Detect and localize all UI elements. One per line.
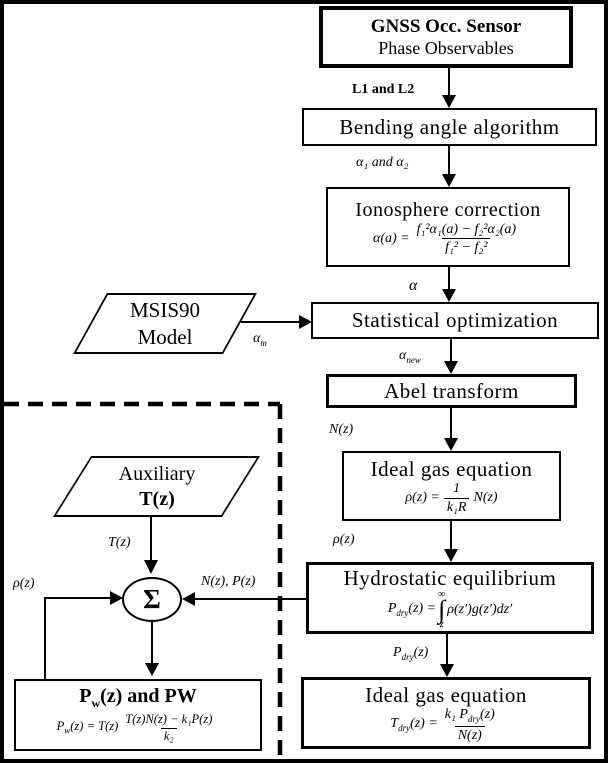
edge-label-alpha-m: αm <box>253 331 267 348</box>
formula-lhs: Pw(z) = T(z) <box>56 719 119 736</box>
formula-denominator: N(z) <box>454 725 485 743</box>
node-hydrostatic-equilibrium: Hydrostatic equilibrium Pdry(z) = ∞ ∫ z … <box>306 562 594 634</box>
formula-denominator: k₁R <box>443 497 470 515</box>
ideal-gas-2-title: Ideal gas equation <box>365 682 527 707</box>
formula-rhs: N(z) <box>473 490 498 506</box>
ionosphere-formula: α(a) = f₁²α₁(a) − f₂²α₂(a) f₁² − f₂² <box>373 222 523 256</box>
bending-angle-label: Bending angle algorithm <box>339 114 560 139</box>
arrowhead <box>444 549 458 562</box>
arrowhead <box>299 315 312 329</box>
arrowhead <box>444 438 458 451</box>
auxiliary-line1: Auxiliary <box>118 462 196 485</box>
edge-label-rho-z: ρ(z) <box>333 532 355 547</box>
edge-label-n-z: N(z) <box>329 422 354 437</box>
formula-numerator: 1 <box>453 481 461 497</box>
edge-label-rho-feedback: ρ(z) <box>13 576 35 591</box>
node-ionosphere-correction: Ionosphere correction α(a) = f₁²α₁(a) − … <box>326 187 570 267</box>
edge-label-l1-l2: L1 and L2 <box>352 82 415 97</box>
node-ideal-gas-2: Ideal gas equation Tdry(z) = k₁ Pdry(z) … <box>301 677 591 749</box>
formula-denominator: k₂ <box>160 728 177 744</box>
formula-numerator: f₁²α₁(a) − f₂²α₂(a) <box>416 221 517 237</box>
hydrostatic-title: Hydrostatic equilibrium <box>343 566 557 591</box>
node-auxiliary: Auxiliary T(z) <box>77 456 237 517</box>
node-gnss-sensor: GNSS Occ. Sensor Phase Observables <box>319 6 573 68</box>
statistical-optimization-label: Statistical optimization <box>351 308 559 333</box>
ideal-gas-1-formula: ρ(z) = 1 k₁R N(z) <box>405 481 497 515</box>
arrowhead <box>440 664 454 677</box>
node-bending-angle: Bending angle algorithm <box>302 108 597 146</box>
node-pw: Pw(z) and PW Pw(z) = T(z) T(z)N(z) − k₁P… <box>14 679 262 751</box>
ideal-gas-2-formula: Tdry(z) = k₁ Pdry(z) N(z) <box>390 707 501 743</box>
node-abel-transform: Abel transform <box>326 374 577 408</box>
pw-formula: Pw(z) = T(z) T(z)N(z) − k₁P(z) k₂ <box>56 712 220 744</box>
gnss-sensor-title: GNSS Occ. Sensor <box>370 15 522 37</box>
formula-numerator: T(z)N(z) − k₁P(z) <box>125 712 213 727</box>
arrowhead <box>444 361 458 374</box>
edge-label-alpha-new: αnew <box>399 348 421 365</box>
node-sigma-junction: Σ <box>122 577 182 622</box>
formula-lhs: α(a) = <box>372 230 410 246</box>
connector-layer <box>4 68 458 759</box>
arrowhead <box>145 663 159 676</box>
edge-label-alpha: α <box>409 277 418 294</box>
formula-fraction: k₁ Pdry(z) N(z) <box>442 707 498 743</box>
formula-denominator: f₁² − f₂² <box>442 238 491 255</box>
formula-fraction: f₁²α₁(a) − f₂²α₂(a) f₁² − f₂² <box>414 222 519 256</box>
ionosphere-title: Ionosphere correction <box>355 198 541 221</box>
arrowhead <box>442 95 456 108</box>
formula-lhs: ρ(z) = <box>405 490 440 506</box>
arrowhead <box>442 289 456 302</box>
abel-transform-label: Abel transform <box>384 378 519 403</box>
formula-rhs: ρ(z′)g(z′)dz′ <box>447 602 513 618</box>
edge-label-p-dry: Pdry(z) <box>393 645 429 662</box>
node-statistical-optimization: Statistical optimization <box>311 302 599 339</box>
formula-fraction: 1 k₁R <box>443 481 470 515</box>
sigma-symbol: Σ <box>143 584 161 614</box>
edge-label-alpha1-alpha2: α₁ and α₂ <box>356 155 409 170</box>
msis90-line1: MSIS90 <box>129 298 201 323</box>
formula-lhs: Pdry(z) = <box>387 601 437 619</box>
node-msis90: MSIS90 Model <box>85 293 245 354</box>
gnss-sensor-subtitle: Phase Observables <box>378 37 514 58</box>
pw-title: Pw(z) and PW <box>79 685 197 711</box>
edge-label-n-p: N(z), P(z) <box>201 574 256 589</box>
edge-pw-feedback-sigma <box>44 597 110 679</box>
ideal-gas-1-title: Ideal gas equation <box>370 457 533 482</box>
auxiliary-line2: T(z) <box>139 487 175 510</box>
hydrostatic-formula: Pdry(z) = ∞ ∫ z ρ(z′)g(z′)dz′ <box>387 588 513 631</box>
arrowhead <box>182 592 195 606</box>
arrowhead <box>110 591 123 605</box>
arrowhead <box>442 174 456 187</box>
node-ideal-gas-1: Ideal gas equation ρ(z) = 1 k₁R N(z) <box>342 451 561 521</box>
edge-label-t-z: T(z) <box>108 535 131 550</box>
integral-sign: ∞ ∫ z <box>438 588 446 631</box>
formula-fraction: T(z)N(z) − k₁P(z) k₂ <box>122 712 215 744</box>
formula-numerator: k₁ Pdry(z) <box>444 707 495 724</box>
formula-lhs: Tdry(z) = <box>390 716 438 734</box>
msis90-line2: Model <box>137 324 193 349</box>
arrowhead <box>144 560 158 574</box>
